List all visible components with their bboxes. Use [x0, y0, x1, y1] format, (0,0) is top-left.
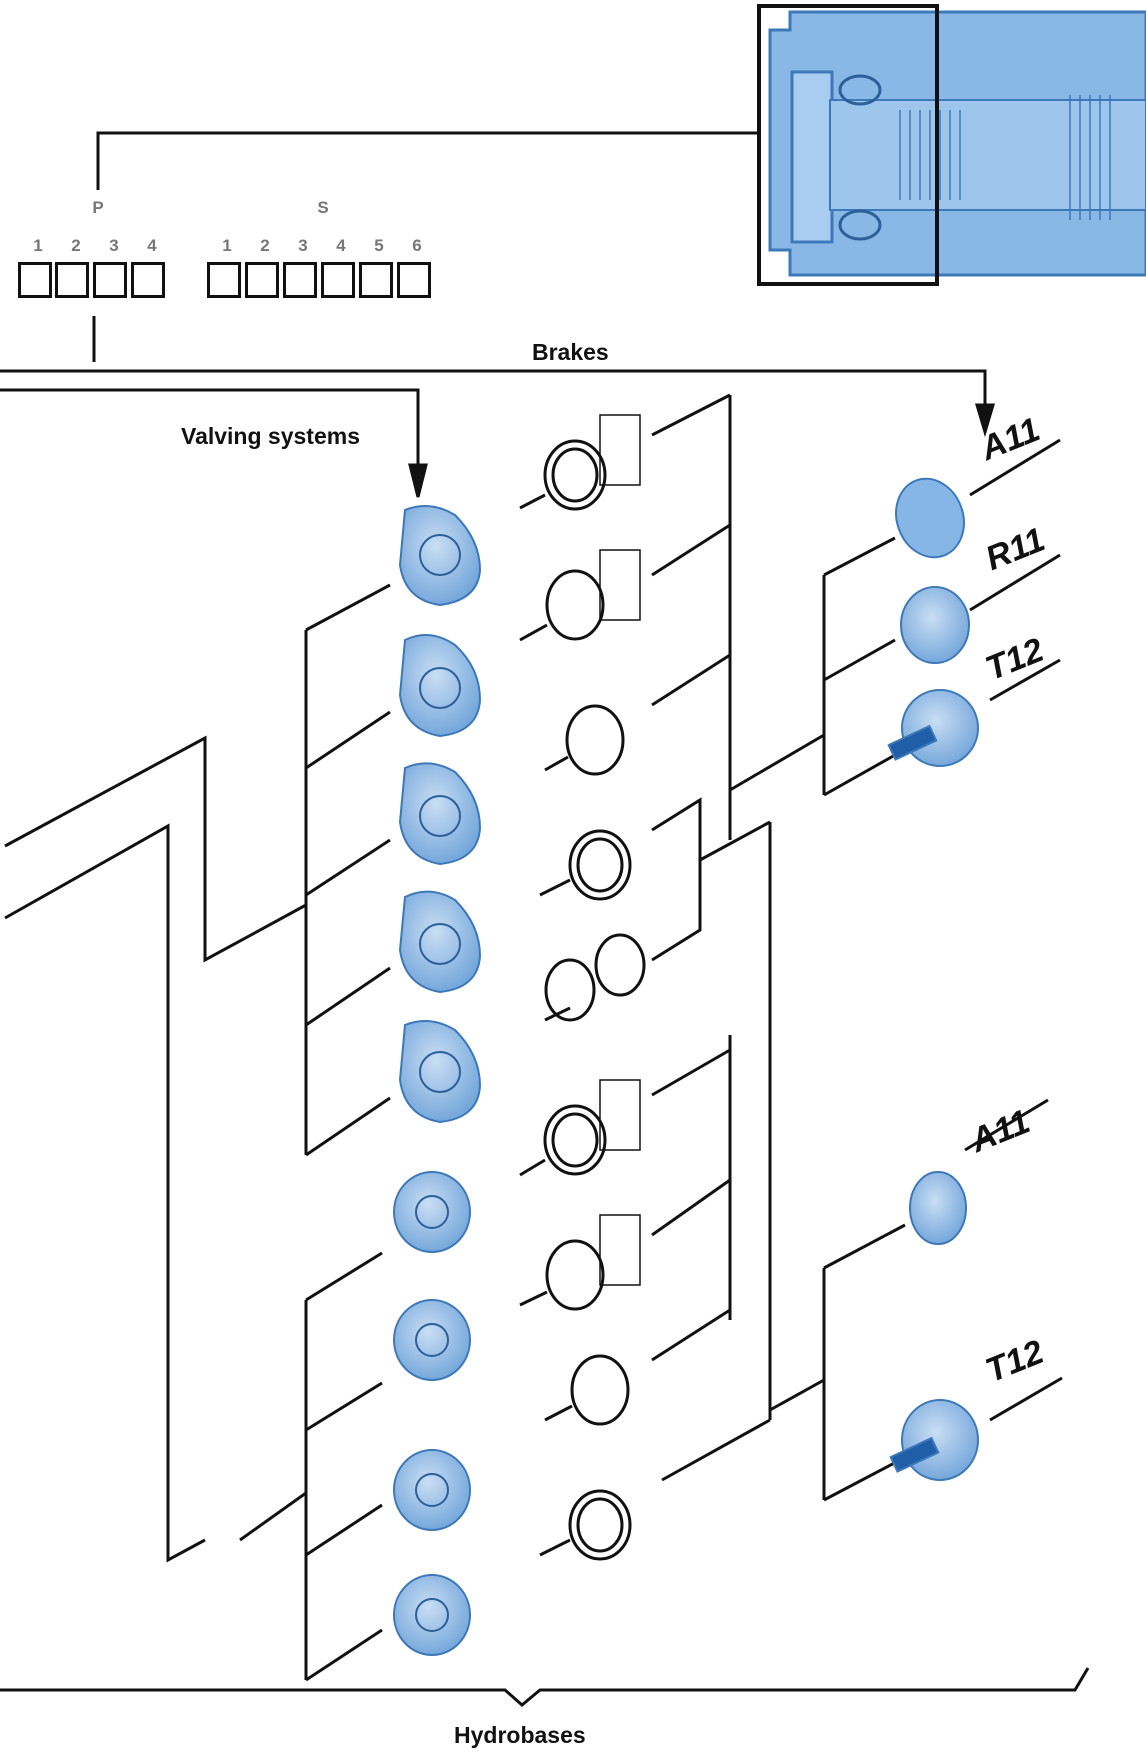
p-position-2: 2 — [71, 236, 81, 255]
valving-symbol — [544, 1354, 630, 1426]
s-code-box — [359, 262, 393, 298]
s-position-6: 6 — [412, 236, 422, 255]
hydrobase-part — [393, 1574, 471, 1656]
valving-symbol — [539, 1489, 632, 1561]
valving-systems-label: Valving systems — [181, 423, 360, 449]
p-position-4: 4 — [147, 236, 157, 255]
s-code-box — [283, 262, 317, 298]
hydrobase-part — [398, 505, 482, 607]
p-code-box — [131, 262, 165, 298]
brakes-label: Brakes — [532, 339, 609, 365]
brake-part-r11 — [900, 586, 970, 664]
hydrobase-parts — [393, 505, 482, 1656]
s-position-1: 1 — [222, 236, 232, 255]
p-code-box — [18, 262, 52, 298]
hydrobase-part — [398, 1020, 482, 1124]
selected-section-frame — [757, 4, 939, 286]
brake-part-t12 — [901, 689, 979, 767]
hydrobase-part — [393, 1171, 471, 1253]
group-s-letter: S — [317, 198, 329, 217]
s-code-box — [321, 262, 355, 298]
valving-symbol — [544, 704, 625, 776]
valving-symbol — [544, 933, 646, 1022]
hydrobase-part — [398, 762, 482, 866]
connector-lines — [0, 131, 1090, 1707]
p-position-1: 1 — [33, 236, 43, 255]
p-position-3: 3 — [109, 236, 119, 255]
hydrobase-part — [393, 1299, 471, 1381]
hydrobase-part — [393, 1449, 471, 1531]
s-code-box — [207, 262, 241, 298]
hydrobase-brake-a11 — [909, 1171, 967, 1245]
valving-symbol — [519, 1214, 641, 1311]
brake-part-a11 — [895, 477, 965, 559]
valving-symbol — [519, 1079, 641, 1177]
s-position-5: 5 — [374, 236, 384, 255]
s-code-box — [397, 262, 431, 298]
motor-cutaway-illustration — [768, 10, 1146, 277]
group-p-letter: P — [92, 198, 104, 217]
valving-symbol — [519, 414, 641, 511]
p-code-box — [93, 262, 127, 298]
valving-symbol — [539, 829, 632, 901]
s-code-box — [245, 262, 279, 298]
valving-symbols — [519, 414, 646, 1561]
p-code-box — [55, 262, 89, 298]
s-position-4: 4 — [336, 236, 346, 255]
hydrobase-part — [398, 890, 482, 994]
hydrobases-label: Hydrobases — [454, 1722, 586, 1748]
s-position-2: 2 — [260, 236, 270, 255]
brake-parts — [887, 477, 979, 1481]
valving-symbol — [519, 549, 641, 642]
brake-shaft — [887, 724, 938, 761]
hydrobase-brake-shaft — [889, 1436, 940, 1473]
hydrobase-part-details — [415, 534, 461, 1632]
s-position-3: 3 — [298, 236, 308, 255]
hydrobase-brake-t12 — [901, 1399, 979, 1481]
hydrobase-part — [398, 634, 482, 738]
